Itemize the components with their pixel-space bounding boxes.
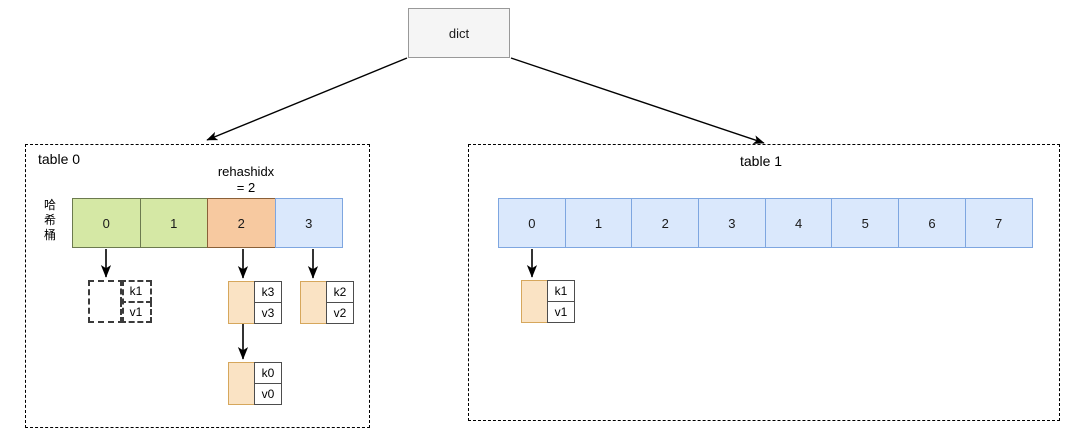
table1-bucket-0[interactable]: 0 [498,198,566,248]
table0-entry-k3-kv: k3 v3 [254,281,282,324]
dict-root-label: dict [448,25,470,41]
table0-entry-k3-key: k3 [254,281,282,303]
table0-entry-k0-pad [228,362,255,405]
table1-bucket-4[interactable]: 4 [764,198,833,248]
table1-bucket-6-index: 6 [928,215,936,231]
table0-bucket-0[interactable]: 0 [72,198,141,248]
table0-entry-k2-value: v2 [326,302,354,324]
table1-bucket-5[interactable]: 5 [831,198,900,248]
table0-bucket-3-index: 3 [305,215,313,231]
table0-entry-k2: k2 v2 [300,281,354,324]
table0-entry-k1-ghost-value: v1 [120,300,152,323]
rehashidx-value: = 2 [236,180,256,195]
table0-container [25,144,370,428]
table1-bucket-3[interactable]: 3 [698,198,766,248]
table1-label: table 1 [740,153,783,169]
table1-bucket-0-index: 0 [528,215,536,231]
table0-bucket-3[interactable]: 3 [274,198,343,248]
table0-entry-k3: k3 v3 [228,281,282,324]
table1-bucket-7-index: 7 [995,215,1003,231]
table0-bucket-1[interactable]: 1 [139,198,208,248]
edge-dict-to-table1 [510,57,765,144]
table1-bucket-6[interactable]: 6 [898,198,966,248]
table1-bucket-7[interactable]: 7 [964,198,1033,248]
table0-entry-k3-pad [228,281,255,324]
table1-bucket-array: 0 1 2 3 4 5 6 7 [498,198,1033,248]
table1-bucket-1-index: 1 [594,215,603,231]
hash-bucket-caption: 哈希桶 [43,198,56,242]
table0-bucket-2-index: 2 [237,215,245,231]
rehashidx-name: rehashidx [217,164,275,179]
table0-entry-k0: k0 v0 [228,362,282,405]
table0-entry-k0-key: k0 [254,362,282,384]
table0-bucket-array: 0 1 2 3 [72,198,343,248]
table1-entry-k1-pad [521,280,548,323]
table0-bucket-1-index: 1 [170,215,178,231]
table0-bucket-2[interactable]: 2 [207,198,276,248]
table1-bucket-4-index: 4 [794,215,803,231]
edge-dict-to-table0 [206,57,408,141]
table1-entry-k1-kv: k1 v1 [547,280,575,323]
table1-bucket-2[interactable]: 2 [631,198,700,248]
dict-root-box[interactable]: dict [408,8,510,58]
table0-entry-k2-kv: k2 v2 [326,281,354,324]
table0-entry-k0-kv: k0 v0 [254,362,282,405]
table0-label: table 0 [38,151,81,167]
table1-bucket-3-index: 3 [728,215,736,231]
table0-entry-k0-value: v0 [254,383,282,405]
table0-entry-k1-ghost: k1 v1 [88,280,152,323]
table0-entry-k2-pad [300,281,327,324]
table1-entry-k1: k1 v1 [521,280,575,323]
table0-bucket-0-index: 0 [102,215,110,231]
table1-entry-k1-key: k1 [547,280,575,302]
table0-entry-k3-value: v3 [254,302,282,324]
rehashidx-annotation: rehashidx = 2 [196,164,296,196]
table0-entry-k2-key: k2 [326,281,354,303]
table1-bucket-5-index: 5 [861,215,869,231]
table0-entry-k1-ghost-key: k1 [120,280,152,303]
table1-entry-k1-value: v1 [547,301,575,323]
table1-container [468,144,1060,421]
table1-bucket-1[interactable]: 1 [564,198,633,248]
table0-entry-k1-ghost-pad [88,280,124,323]
table0-entry-k1-ghost-kv: k1 v1 [120,280,152,323]
table1-bucket-2-index: 2 [661,215,669,231]
